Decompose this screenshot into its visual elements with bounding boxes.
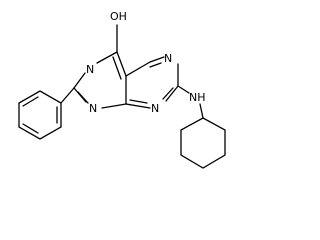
cyclohexyl-ring <box>180 117 226 169</box>
bond-nh-cyclohexyl <box>199 103 204 119</box>
phenyl-group <box>18 87 75 140</box>
bond-c2-n1-double <box>77 91 89 104</box>
structure-diagram: OH N N N N NH <box>18 10 226 169</box>
nitrogen-label-n8: N <box>151 102 159 115</box>
bond-c4a-c4 <box>116 51 127 77</box>
cyclohexane-hexagon <box>180 117 226 169</box>
bond-c4a-c4-double <box>112 56 122 80</box>
left-pyrimidine-ring <box>73 24 127 109</box>
bond-c5-n6 <box>149 56 165 63</box>
bond-n8-c8a-inner <box>129 99 148 104</box>
bond-n3-c2 <box>73 72 86 89</box>
bond-c5-n6-double <box>149 62 162 68</box>
nitrogen-label-n1: N <box>89 102 97 115</box>
nitrogen-label-n3: N <box>86 63 94 76</box>
bond-c7-nh <box>177 85 190 94</box>
amine-linker <box>177 85 204 119</box>
bond-n1-c8a <box>101 103 127 109</box>
bond-c2-phenyl <box>60 87 75 104</box>
right-pyrimidine-ring <box>125 56 179 109</box>
amine-nh-label: NH <box>189 91 206 104</box>
bond-c4-n3 <box>96 51 118 64</box>
nitrogen-label-n6: N <box>164 52 172 65</box>
molecule-canvas: OH N N N N NH <box>18 10 226 169</box>
benzene-hexagon <box>18 90 62 140</box>
benzene-double-3 <box>22 96 39 107</box>
bond-n8-c8a <box>125 103 151 109</box>
bond-c4a-c5 <box>125 61 151 77</box>
bond-c7-n8-double <box>162 87 174 100</box>
hydroxyl-label: OH <box>110 10 127 23</box>
benzene-double-2 <box>22 123 39 134</box>
bond-c7-n8 <box>165 85 179 102</box>
